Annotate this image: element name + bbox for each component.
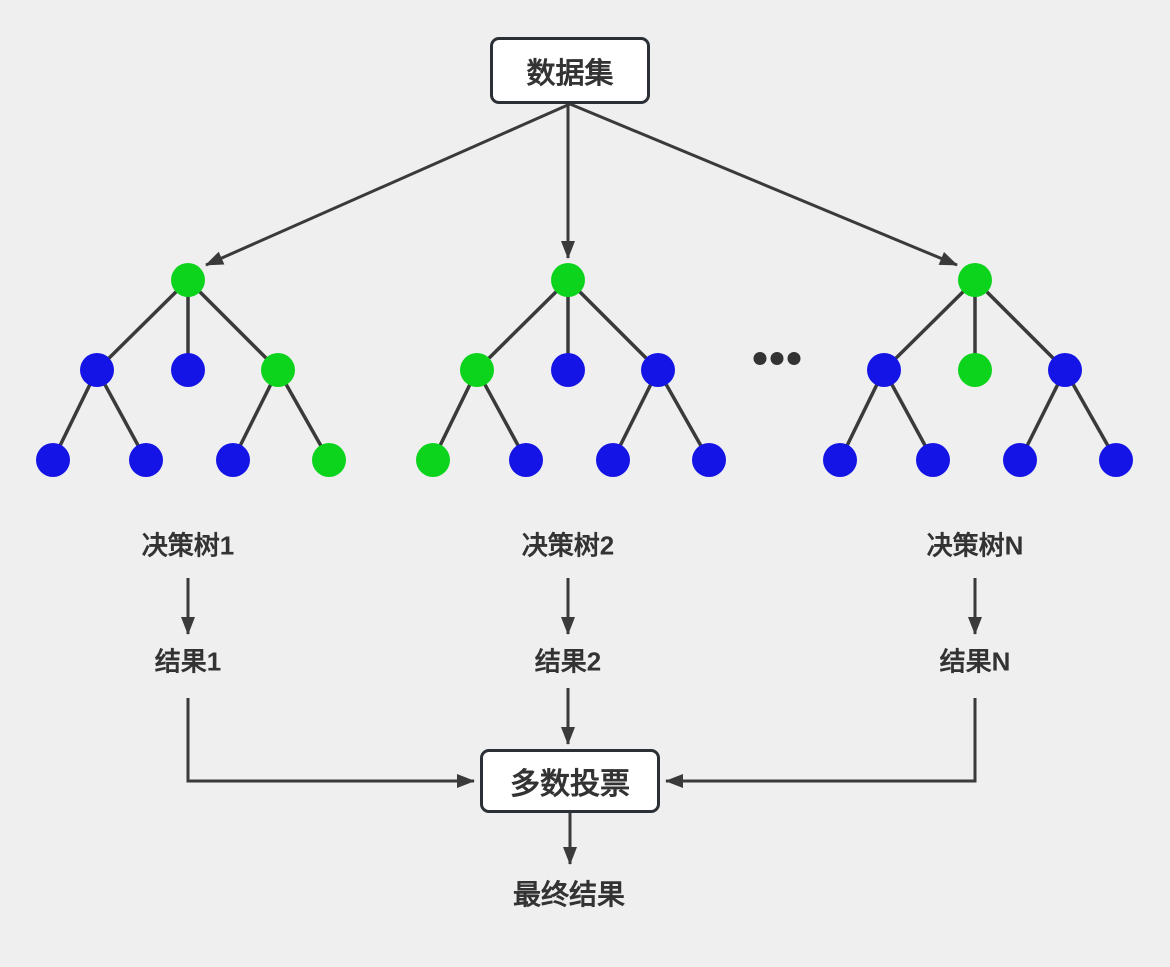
tree-node-blue [80, 353, 114, 387]
tree-node-blue [867, 353, 901, 387]
tree-node-blue [823, 443, 857, 477]
tree-node-green [958, 263, 992, 297]
trees-layer [36, 263, 1133, 477]
resultN-label: 结果N [939, 646, 1011, 677]
tree-edge [882, 278, 977, 372]
tree-node-blue [36, 443, 70, 477]
decision-tree-2 [416, 263, 726, 477]
tree-node-green [171, 263, 205, 297]
tree-node-blue [641, 353, 675, 387]
decision-tree-1 [36, 263, 346, 477]
tree-edge [566, 278, 660, 372]
tree-edge [475, 278, 570, 372]
tree-node-blue [551, 353, 585, 387]
arrow-dataset-to-tree1 [205, 102, 571, 267]
tree-edge [276, 369, 331, 461]
tree-node-blue [129, 443, 163, 477]
arrow-dataset-to-tree3 [569, 102, 958, 267]
tree-node-blue [596, 443, 630, 477]
tree-node-green [312, 443, 346, 477]
majority-vote-box: 多数投票 [480, 749, 660, 813]
tree-node-blue [171, 353, 205, 387]
tree-edge [656, 369, 711, 461]
result2-label: 结果2 [534, 646, 602, 677]
arrow-resultN-to-vote [665, 698, 977, 788]
majority-vote-label: 多数投票 [510, 768, 630, 801]
tree-edge [1063, 369, 1118, 461]
tree-node-green [416, 443, 450, 477]
ellipsis-dot [787, 352, 801, 365]
result-vote-arrows [186, 688, 977, 788]
treeN-label: 决策树N [926, 530, 1024, 561]
tree-node-blue [1003, 443, 1037, 477]
tree-node-green [551, 263, 585, 297]
tree-node-blue [1048, 353, 1082, 387]
tree-edge [95, 369, 148, 461]
dataset-label: 数据集 [526, 57, 614, 90]
dataset-box: 数据集 [490, 37, 650, 104]
ellipsis-dot [770, 352, 784, 365]
decision-tree-3 [823, 263, 1133, 477]
tree-edge [186, 278, 280, 372]
tree-result-arrows [181, 578, 982, 635]
tree-edge [882, 369, 935, 461]
tree-node-green [958, 353, 992, 387]
tree-node-blue [1099, 443, 1133, 477]
dataset-fanout-arrows [205, 102, 958, 267]
tree-edge [475, 369, 528, 461]
tree-node-blue [692, 443, 726, 477]
result1-label: 结果1 [154, 646, 222, 677]
tree-node-green [460, 353, 494, 387]
tree-node-blue [216, 443, 250, 477]
tree-node-blue [509, 443, 543, 477]
tree2-label: 决策树2 [521, 530, 615, 561]
final-result-label: 最终结果 [512, 879, 626, 910]
tree-edge [973, 278, 1067, 372]
tree-node-blue [916, 443, 950, 477]
arrow-result1-to-vote [186, 698, 475, 788]
tree-node-green [261, 353, 295, 387]
tree-edge [95, 278, 190, 372]
ellipsis-dot [753, 352, 767, 365]
tree1-label: 决策树1 [141, 530, 235, 561]
ellipsis-dots [752, 339, 803, 373]
